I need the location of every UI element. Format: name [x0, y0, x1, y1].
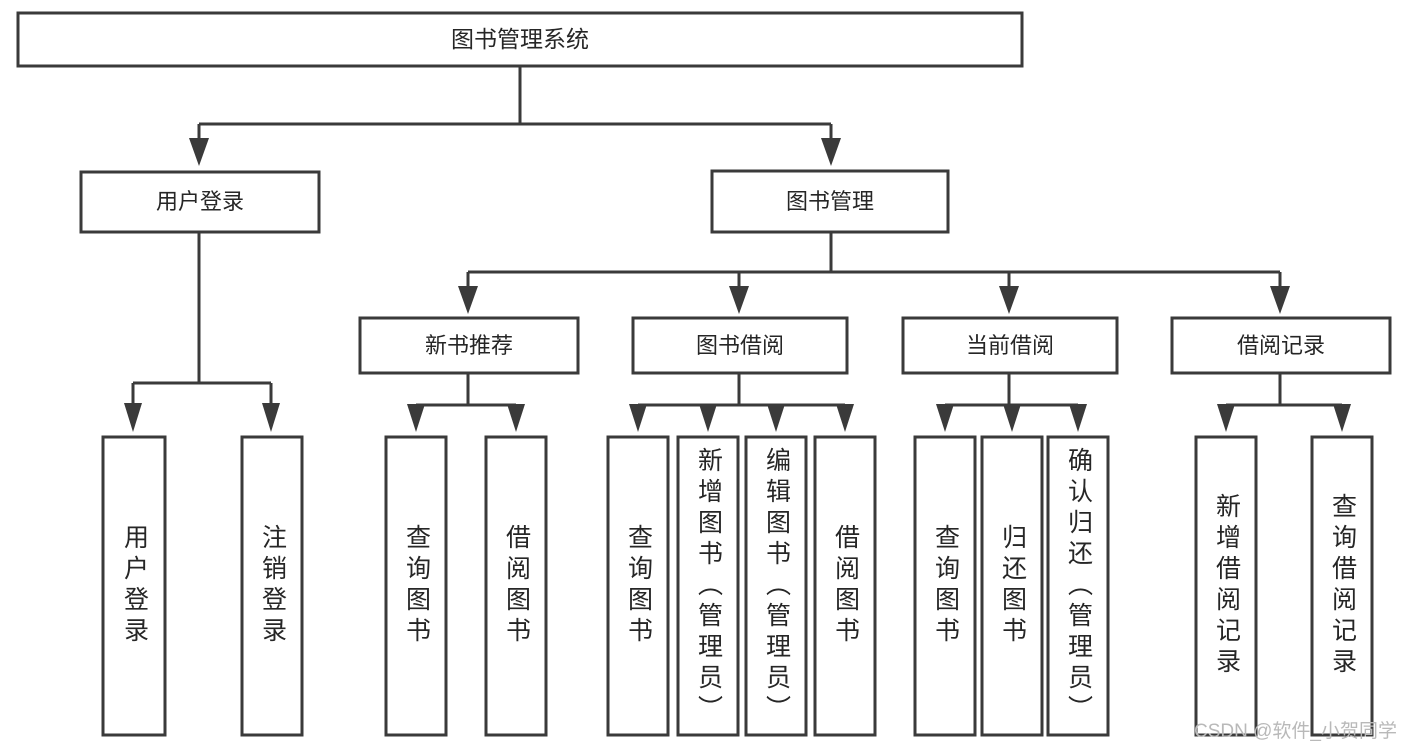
arrow-head-icon	[999, 286, 1019, 314]
leaf-box-borrow-book[interactable]	[813, 435, 877, 737]
leaf-box-query-book-borrow[interactable]	[606, 435, 670, 737]
arrow-head-icon	[407, 404, 425, 432]
node-user-login-label: 用户登录	[156, 189, 244, 214]
arrow-head-icon	[189, 138, 209, 166]
arrow-head-icon	[729, 286, 749, 314]
leaf-box-user-logout[interactable]	[240, 435, 304, 737]
connector-group-borrow-record	[1217, 373, 1351, 432]
node-user-login[interactable]: 用户登录	[79, 170, 321, 234]
connector-group-current-borrow	[936, 373, 1087, 432]
watermark-text: CSDN @软件_小贺同学	[1194, 721, 1397, 742]
arrow-head-icon	[262, 403, 280, 432]
connector-group-book-manage	[458, 232, 1290, 314]
node-current-borrow-label: 当前借阅	[966, 333, 1054, 358]
node-new-book-recommend-box[interactable]	[358, 316, 580, 375]
arrow-head-icon	[629, 404, 647, 432]
leaf-box-edit-book[interactable]	[744, 435, 808, 737]
node-book-manage-box[interactable]	[710, 169, 950, 234]
node-root-box[interactable]	[16, 11, 1024, 68]
leaf-box-query-book-rec[interactable]	[384, 435, 448, 737]
node-borrow-record-box[interactable]	[1170, 316, 1392, 375]
leaf-box-add-record[interactable]	[1194, 435, 1258, 737]
leaf-box-borrow-book-rec[interactable]	[484, 435, 548, 737]
node-book-borrow[interactable]: 图书借阅	[631, 316, 849, 375]
arrow-head-icon	[458, 286, 478, 314]
leaf-box-confirm-return[interactable]	[1046, 435, 1110, 737]
node-book-borrow-label: 图书借阅	[696, 333, 784, 358]
connector-group-root	[189, 66, 841, 166]
arrow-head-icon	[821, 138, 841, 166]
arrow-head-icon	[124, 403, 142, 432]
node-book-borrow-box[interactable]	[631, 316, 849, 375]
node-root[interactable]: 图书管理系统	[16, 11, 1024, 68]
arrow-head-icon	[836, 404, 854, 432]
connector-group-book-borrow	[629, 373, 854, 432]
node-book-manage-label: 图书管理	[786, 189, 874, 214]
leaf-box-add-book[interactable]	[676, 435, 740, 737]
arrow-head-icon	[699, 404, 717, 432]
connector-group-user-login	[124, 232, 280, 432]
node-borrow-record-label: 借阅记录	[1237, 333, 1325, 358]
node-book-manage[interactable]: 图书管理	[710, 169, 950, 234]
node-borrow-record[interactable]: 借阅记录	[1170, 316, 1392, 375]
leaf-boxes-group	[101, 435, 1374, 737]
node-root-label: 图书管理系统	[451, 26, 589, 52]
arrow-head-icon	[1270, 286, 1290, 314]
leaf-box-query-record[interactable]	[1310, 435, 1374, 737]
node-user-login-box[interactable]	[79, 170, 321, 234]
node-new-book-recommend[interactable]: 新书推荐	[358, 316, 580, 375]
node-new-book-recommend-label: 新书推荐	[425, 333, 513, 358]
leaf-box-return-book[interactable]	[980, 435, 1044, 737]
leaf-box-query-book-cur[interactable]	[913, 435, 977, 737]
arrow-head-icon	[507, 404, 525, 432]
arrow-head-icon	[1069, 404, 1087, 432]
arrow-head-icon	[936, 404, 954, 432]
connector-group-new-book-recommend	[407, 373, 525, 432]
node-current-borrow-box[interactable]	[901, 316, 1119, 375]
arrow-head-icon	[1333, 404, 1351, 432]
leaf-box-user-login[interactable]	[101, 435, 167, 737]
arrow-head-icon	[1217, 404, 1235, 432]
arrow-head-icon	[1003, 404, 1021, 432]
arrow-head-icon	[767, 404, 785, 432]
node-current-borrow[interactable]: 当前借阅	[901, 316, 1119, 375]
